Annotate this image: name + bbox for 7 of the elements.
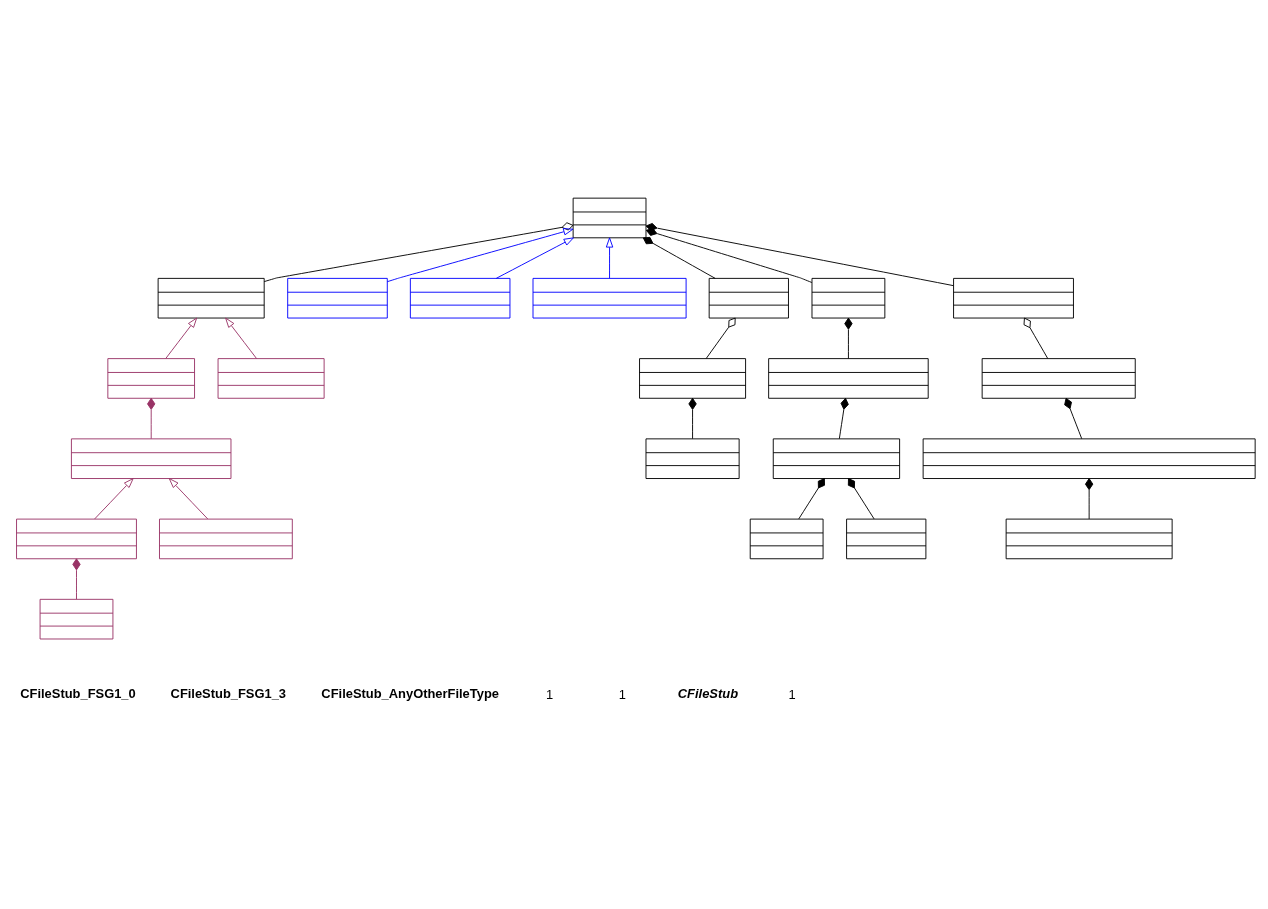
label: CFileStub_FSG1_0	[20, 685, 136, 701]
label: CFileStub_FSG1_3	[170, 685, 287, 701]
label: 1	[618, 686, 626, 702]
label: 1	[788, 686, 796, 702]
label: 1	[545, 686, 554, 702]
label: CFileStub_AnyOtherFileType	[321, 685, 499, 701]
label: CFileStub	[677, 685, 739, 701]
